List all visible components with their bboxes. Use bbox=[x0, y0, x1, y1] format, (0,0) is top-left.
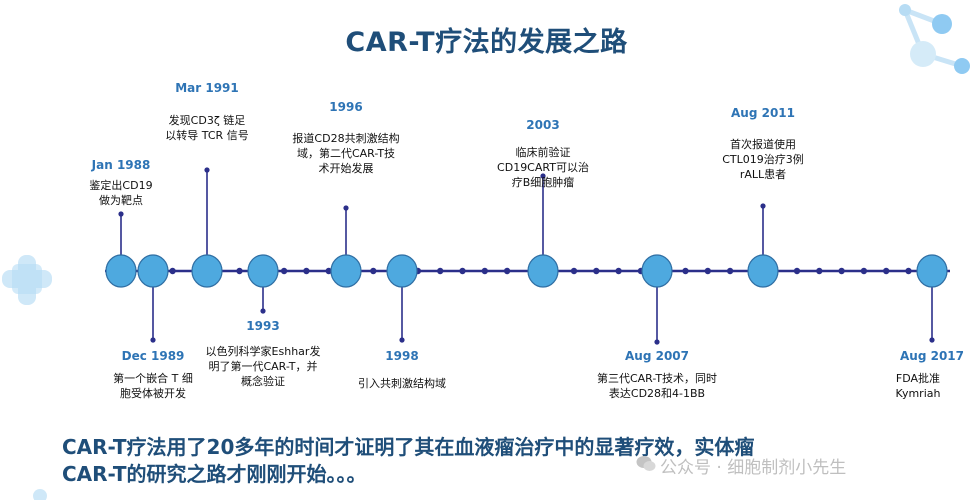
axis-dot bbox=[169, 267, 176, 275]
page-title: CAR-T疗法的发展之路 bbox=[345, 27, 628, 58]
axis-dot bbox=[860, 267, 868, 275]
milestone-description-line: rALL患者 bbox=[739, 168, 787, 181]
axis-dot bbox=[459, 267, 466, 275]
milestone-stem-dot bbox=[150, 337, 156, 343]
milestone-node bbox=[105, 254, 137, 288]
axis-dot bbox=[503, 267, 511, 275]
axis-dot bbox=[615, 267, 622, 275]
axis-dot bbox=[883, 267, 890, 275]
axis-dot bbox=[570, 267, 578, 275]
summary-text: CAR-T疗法用了20多年的时间才证明了其在血液瘤治疗中的显著疗效，实体瘤 CA… bbox=[62, 434, 962, 488]
milestone-description: 鉴定出CD19 做为靶点 bbox=[89, 178, 152, 208]
milestone-description-line: 第三代CAR-T技术，同时 bbox=[596, 372, 718, 385]
milestone-description-line: 以色列科学家Eshhar发 bbox=[205, 345, 321, 358]
summary-line-1: CAR-T疗法用了20多年的时间才证明了其在血液瘤治疗中的显著疗效，实体瘤 bbox=[62, 435, 755, 459]
milestone-description-line: 胞受体被开发 bbox=[120, 387, 186, 400]
milestone-stem-dot bbox=[204, 167, 210, 173]
milestone-description: 临床前验证 CD19CART可以治疗B细胞肿瘤 bbox=[497, 145, 589, 190]
milestone-description-line: 概念验证 bbox=[240, 375, 285, 388]
milestone-description-line: FDA批准 bbox=[895, 372, 941, 385]
milestone-node bbox=[330, 254, 362, 288]
milestone-description: 第一个嵌合 T 细胞受体被开发 bbox=[113, 371, 193, 401]
milestone-stem-dot bbox=[540, 173, 546, 179]
milestone-stem-dot bbox=[260, 308, 266, 314]
axis-dot bbox=[682, 267, 689, 275]
plus-icon bbox=[2, 255, 52, 305]
milestone-node bbox=[137, 254, 169, 288]
axis-dot bbox=[793, 267, 801, 275]
dot-icon bbox=[33, 489, 47, 500]
axis-dot bbox=[481, 267, 488, 275]
axis-dot bbox=[325, 267, 332, 275]
milestone-description-line: 报道CD28共刺激结构 bbox=[292, 132, 400, 145]
milestone-description-line: Kymriah bbox=[895, 387, 941, 400]
milestone-date: Aug 2011 bbox=[731, 106, 795, 120]
milestone-description: 引入共刺激结构域 bbox=[358, 376, 446, 391]
axis-dot bbox=[838, 267, 845, 275]
axis-dot bbox=[236, 267, 243, 275]
milestone-description-line: 第一个嵌合 T 细 bbox=[113, 372, 193, 385]
milestone-date: Dec 1989 bbox=[121, 349, 185, 363]
milestone-node bbox=[247, 254, 279, 288]
milestone-description-line: 以转导 TCR 信号 bbox=[165, 129, 249, 142]
milestone-description-line: 临床前验证 bbox=[515, 146, 571, 159]
milestone-stem-dot bbox=[399, 337, 405, 343]
milestone-stem-dot bbox=[929, 337, 935, 343]
milestone-description-line: 疗B细胞肿瘤 bbox=[511, 176, 575, 189]
milestone-stem-dot bbox=[654, 339, 660, 345]
milestone-date: 1996 bbox=[329, 100, 363, 114]
milestone-stem-dot bbox=[118, 211, 124, 217]
milestone-description-line: 域，第二代CAR-T技 bbox=[296, 147, 396, 160]
axis-dot bbox=[280, 267, 288, 275]
milestone-node bbox=[747, 254, 779, 288]
milestone-date: Aug 2017 bbox=[900, 349, 964, 363]
milestone-description: 报道CD28共刺激结构域，第二代CAR-T技术开始发展 bbox=[292, 131, 399, 176]
milestone-description: 以色列科学家Eshhar发明了第一代CAR-T，并概念验证 bbox=[206, 344, 321, 389]
axis-dot bbox=[437, 267, 444, 275]
milestone-date: 1993 bbox=[246, 319, 280, 333]
molecule-icon bbox=[899, 4, 970, 74]
milestone-description-line: 首次报道使用 bbox=[730, 138, 796, 151]
axis-dot bbox=[593, 267, 600, 275]
milestone-node bbox=[191, 254, 223, 288]
milestone-description-line: 术开始发展 bbox=[318, 162, 374, 175]
milestone-node bbox=[641, 254, 673, 288]
milestone-description: 首次报道使用 CTL019治疗3例 rALL患者 bbox=[722, 137, 804, 182]
axis-dot bbox=[303, 267, 310, 275]
axis-dot bbox=[704, 267, 711, 275]
milestone-date: Jan 1988 bbox=[91, 158, 151, 172]
wechat-icon bbox=[636, 456, 656, 471]
milestone-node bbox=[916, 254, 948, 288]
milestone-description: 第三代CAR-T技术，同时表达CD28和4-1BB bbox=[597, 371, 717, 401]
milestone-date: Aug 2007 bbox=[625, 349, 689, 363]
axis-dot bbox=[816, 267, 823, 275]
axis-dot bbox=[370, 267, 377, 275]
milestone-node bbox=[386, 254, 418, 288]
milestone-description-line: 做为靶点 bbox=[99, 194, 143, 207]
milestone-date: Mar 1991 bbox=[175, 81, 239, 95]
milestone-description-line: 发现CD3ζ 链足 bbox=[168, 114, 246, 127]
milestone-stem-dot bbox=[343, 205, 349, 211]
milestone-description-line: 引入共刺激结构域 bbox=[358, 377, 446, 390]
milestone-date: 2003 bbox=[526, 118, 560, 132]
axis-dot bbox=[905, 267, 912, 275]
axis-dot bbox=[726, 267, 734, 275]
milestone-description: 发现CD3ζ 链足以转导 TCR 信号 bbox=[165, 113, 248, 143]
milestone-date: 1998 bbox=[385, 349, 419, 363]
watermark-text: 公众号 · 细胞制剂小先生 bbox=[660, 458, 847, 478]
milestone-description-line: CTL019治疗3例 bbox=[722, 153, 804, 166]
milestone-description-line: 鉴定出CD19 bbox=[89, 179, 153, 192]
milestone-node bbox=[527, 254, 559, 288]
milestone-stem-dot bbox=[760, 203, 766, 209]
milestone-description: FDA批准 Kymriah bbox=[896, 371, 941, 401]
summary-line-2: CAR-T的研究之路才刚刚开始。。。 bbox=[62, 462, 367, 486]
milestone-description-line: CD19CART可以治 bbox=[497, 161, 589, 174]
milestone-description-line: 明了第一代CAR-T，并 bbox=[208, 360, 318, 373]
milestone-description-line: 表达CD28和4-1BB bbox=[608, 387, 706, 400]
